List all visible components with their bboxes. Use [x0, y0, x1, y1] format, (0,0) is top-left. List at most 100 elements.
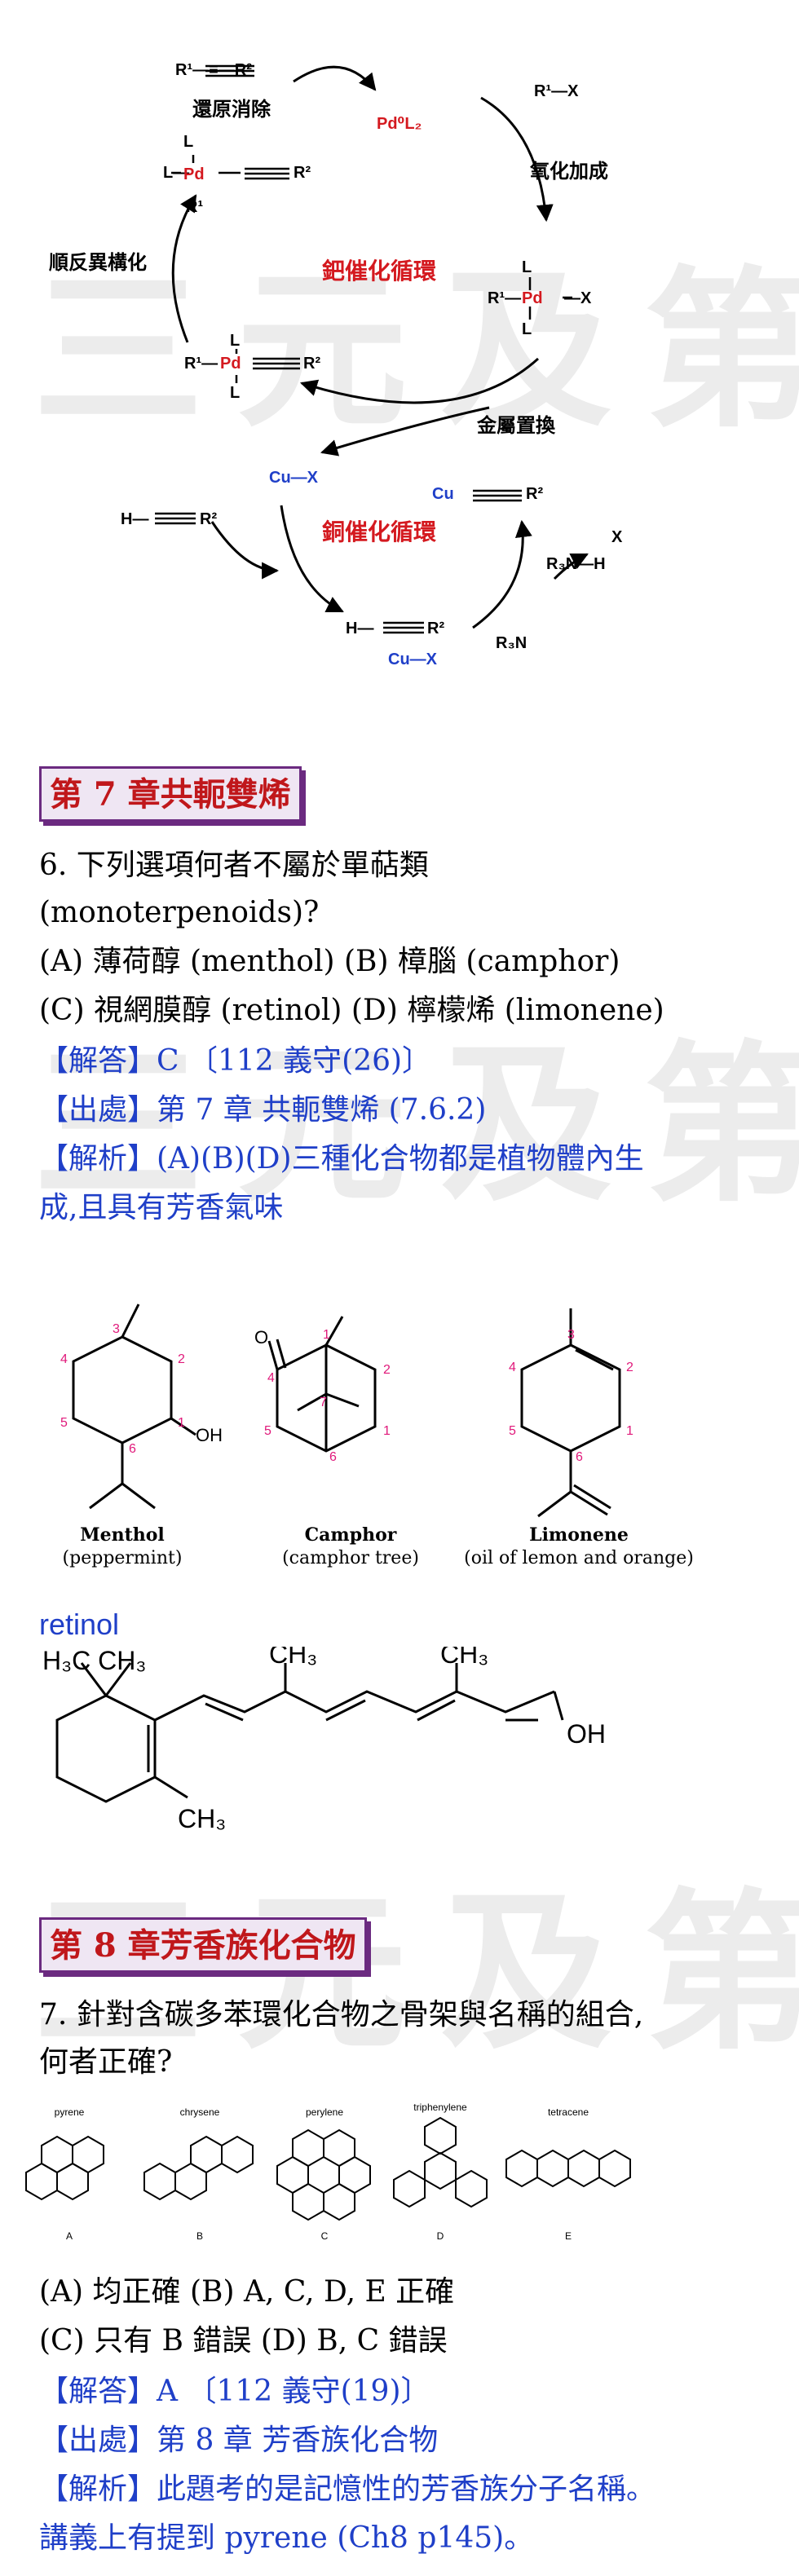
pd-ligand-l: L: [183, 133, 193, 151]
svg-text:4: 4: [60, 1352, 68, 1366]
r2-group: R²: [526, 485, 543, 503]
arrow-pd-to-transmetal: [299, 357, 540, 404]
pd-ligand-l: L: [522, 320, 532, 338]
question-6-analysis-line1: 【解析】(A)(B)(D)三種化合物都是植物體內生: [39, 1142, 644, 1176]
amine: R₃N: [496, 634, 527, 652]
copper-acetylide: Cu: [432, 485, 454, 503]
pah-letter-b: B: [196, 2230, 203, 2242]
pd-ligand-l: L: [522, 258, 532, 276]
molecule-name-camphor: Camphor: [305, 1524, 397, 1546]
label-cis-trans-isomerization: 順反異構化: [49, 251, 147, 274]
molecule-name-limonene: Limonene: [529, 1524, 629, 1546]
svg-text:5: 5: [509, 1424, 516, 1438]
arrow-pi-to-acetylide: [472, 519, 532, 629]
r2-group: R²: [303, 355, 320, 373]
pd-center: Pd: [220, 355, 241, 373]
question-7-options-ab: (A) 均正確 (B) A, C, D, E 正確: [39, 2275, 455, 2309]
retinol-label: retinol: [39, 1608, 120, 1641]
pah-letter-e: E: [565, 2230, 572, 2242]
arrow-amine-in: [553, 553, 589, 580]
molecule-name-menthol: Menthol: [80, 1524, 165, 1546]
product-alkyne: R¹—≡—R²: [175, 61, 252, 79]
r2-group: R²: [427, 620, 444, 637]
svg-text:5: 5: [60, 1416, 68, 1430]
retinol-oh: OH: [567, 1719, 606, 1749]
pd-center: Pd: [183, 165, 205, 183]
copper-halide: Cu—X: [269, 469, 319, 487]
question-6-line2: (monoterpenoids)?: [39, 896, 320, 929]
svg-text:5: 5: [264, 1424, 271, 1438]
arrow-reductive-elimination: [293, 65, 377, 91]
molecule-source-menthol: (peppermint): [63, 1548, 183, 1568]
pah-letter-d: D: [437, 2230, 444, 2242]
pah-structures: pyrene chrysene perylene triphenylene te…: [25, 2102, 631, 2242]
pd-r1: R¹—: [184, 355, 218, 373]
molecule-source-camphor: (camphor tree): [282, 1548, 419, 1568]
svg-text:2: 2: [626, 1361, 633, 1374]
pd-center: Pd: [522, 289, 543, 307]
svg-text:3: 3: [567, 1328, 575, 1342]
question-7-analysis-line1: 【解析】此題考的是記憶性的芳香族分子名稱。: [39, 2472, 656, 2506]
question-6-analysis-line2: 成,且具有芳香氣味: [39, 1191, 284, 1224]
ammonium: R₃N—H: [546, 555, 606, 573]
terminal-alkyne-h: H—: [121, 510, 148, 528]
question-6-source: 【出處】第 7 章 共軛雙烯 (7.6.2): [39, 1093, 487, 1127]
svg-text:4: 4: [509, 1361, 516, 1374]
retinol-methyl-2: CH₃: [440, 1647, 488, 1669]
sonogashira-cycle-diagram: R¹—≡—R² Pd⁰L₂ R¹—X L L— Pd R² R¹ L R¹— P…: [49, 61, 623, 668]
question-7-analysis-line2: 講義上有提到 pyrene (Ch8 p145)。: [39, 2521, 534, 2555]
watermark: 三元及第: [33, 1873, 799, 2073]
svg-text:1: 1: [178, 1416, 185, 1430]
question-7-line2: 何者正確?: [39, 2045, 173, 2079]
r1-group: R¹: [186, 198, 203, 216]
retinol-structure: H₃C CH₃ CH₃ CH₃ CH₃ OH: [42, 1647, 606, 1833]
pd-ligand-l: L: [230, 332, 240, 350]
arrow-alkyne-in: [210, 521, 280, 580]
svg-text:1: 1: [383, 1424, 391, 1438]
svg-text:6: 6: [129, 1442, 136, 1456]
retinol-methyl-1: CH₃: [269, 1647, 317, 1669]
question-6-line1: 6. 下列選項何者不屬於單萜類: [39, 849, 429, 882]
retinol-gem-dimethyl: H₃C CH₃: [42, 1647, 146, 1675]
chapter-8-heading: 第 8 章芳香族化合物: [39, 1917, 367, 1973]
retinol-ring-methyl: CH₃: [178, 1804, 226, 1833]
svg-text:6: 6: [576, 1450, 583, 1464]
pd-ligand-l: L: [230, 384, 240, 402]
label-reductive-elimination: 還原消除: [192, 98, 271, 121]
pd-ligand-l: L—: [163, 164, 189, 182]
arrow-cux-down: [280, 505, 344, 613]
pah-name-chrysene: chrysene: [180, 2106, 220, 2118]
pd-r1: R¹—: [488, 289, 521, 307]
svg-text:6: 6: [329, 1450, 337, 1464]
label-oxidative-addition: 氧化加成: [530, 160, 608, 183]
pah-letter-a: A: [66, 2230, 73, 2242]
svg-text:1: 1: [626, 1424, 633, 1438]
arrow-isomerization: [171, 194, 197, 343]
label-pd-cycle: 鈀催化循環: [322, 258, 437, 285]
question-7-source: 【出處】第 8 章 芳香族化合物: [39, 2424, 439, 2457]
arrow-oxidative-addition: [480, 96, 554, 223]
question-6-options-cd: (C) 視網膜醇 (retinol) (D) 檸檬烯 (limonene): [39, 994, 664, 1027]
aryl-halide: R¹—X: [534, 82, 579, 100]
camphor-oxygen: O: [254, 1327, 268, 1348]
pah-name-pyrene: pyrene: [55, 2106, 85, 2118]
watermark: 三元及第: [33, 251, 799, 451]
pi-complex-cu: Cu—X: [388, 651, 438, 668]
question-7-answer: 【解答】A 〔112 義守(19)〕: [39, 2375, 430, 2408]
watermark: 三元及第: [33, 1026, 799, 1225]
r2-group: R²: [294, 164, 311, 182]
ammonium-counterion: X: [611, 528, 623, 546]
r2-group: R²: [200, 510, 217, 528]
question-7-options-cd: (C) 只有 B 錯誤 (D) B, C 錯誤: [39, 2324, 448, 2358]
svg-text:4: 4: [267, 1371, 275, 1385]
chapter-7-heading: 第 7 章共軛雙烯: [39, 766, 302, 822]
svg-text:2: 2: [178, 1352, 185, 1366]
question-6-options-ab: (A) 薄荷醇 (menthol) (B) 樟腦 (camphor): [39, 945, 620, 978]
pd-x: —X: [564, 289, 592, 307]
arrow-cux-out: [269, 421, 367, 432]
question-6-answer: 【解答】C 〔112 義守(26)〕: [39, 1044, 432, 1078]
label-cu-cycle: 銅催化循環: [322, 518, 437, 545]
pah-letter-c: C: [321, 2230, 329, 2242]
arrow-cu-to-pd: [320, 406, 490, 457]
